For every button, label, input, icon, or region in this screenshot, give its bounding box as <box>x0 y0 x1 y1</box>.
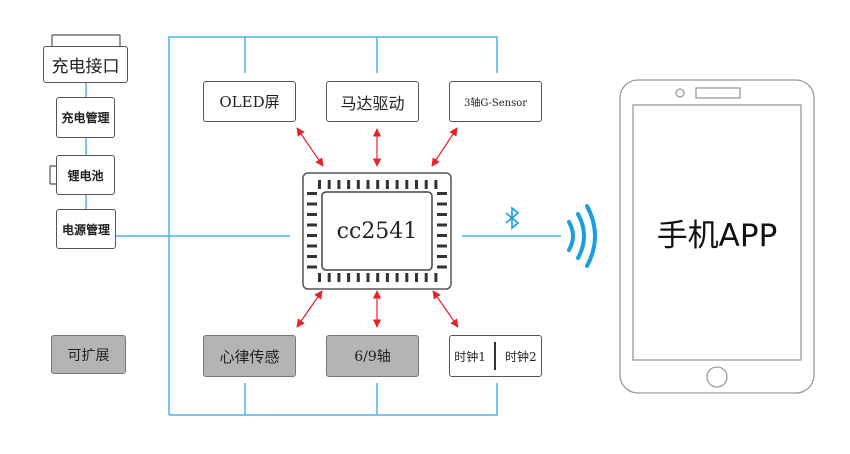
chip-pin <box>327 273 331 282</box>
data-arrows <box>296 127 459 328</box>
chip-pin <box>437 255 447 258</box>
arrow-gsensor <box>431 127 458 167</box>
phone-screen <box>632 104 802 361</box>
chip-pin <box>405 273 409 282</box>
chip-pin <box>327 180 331 189</box>
chip-pin <box>437 213 447 216</box>
motor-driver-box: 马达驱动 <box>326 81 419 122</box>
wireless-signal-icon <box>567 204 597 268</box>
arrow-clock <box>432 290 459 328</box>
lithium-battery-box: 锂电池 <box>56 155 115 195</box>
chip-pin <box>356 273 360 282</box>
charging-port-label: 充电接口 <box>51 57 120 77</box>
six-nine-axis-box: 6/9轴 <box>326 335 419 377</box>
expandable-box: 可扩展 <box>51 335 126 374</box>
phone-outline <box>619 79 815 394</box>
chip-pin <box>366 273 370 282</box>
chip-inner <box>321 191 433 271</box>
chip-pin <box>437 192 447 195</box>
charge-management-label: 充电管理 <box>61 111 110 125</box>
power-management-label: 电源管理 <box>61 222 110 237</box>
chip-pin <box>307 265 317 269</box>
heart-rate-sensor-box: 心律传感 <box>203 335 296 377</box>
chip-pin <box>307 255 317 258</box>
chip-pin <box>356 180 360 189</box>
chip-pin <box>385 273 389 282</box>
chip-pin <box>405 180 409 189</box>
chip-pin <box>415 273 418 282</box>
chip-pin <box>434 180 438 189</box>
chip-pin <box>437 244 447 248</box>
chip-pin <box>347 180 351 189</box>
chip-pin <box>318 273 321 282</box>
chip-pin <box>307 244 317 248</box>
phone-speaker <box>695 87 741 99</box>
g-sensor-box: 3轴G-Sensor <box>449 81 542 122</box>
chip-pin <box>307 192 317 195</box>
chip-pin <box>437 202 447 206</box>
chip-pin <box>307 234 317 237</box>
bluetooth-icon <box>505 206 520 230</box>
chip-pin <box>437 265 447 269</box>
chip-pin <box>376 180 380 189</box>
expandable-label: 可扩展 <box>67 347 110 364</box>
chip-pin <box>437 234 447 237</box>
charge-management-box: 充电管理 <box>56 97 115 138</box>
chip-pin <box>307 202 317 206</box>
chip-pin <box>395 180 399 189</box>
chip-pin <box>318 180 321 189</box>
clock-divider <box>494 342 497 370</box>
clock-box: 时钟1 时钟2 <box>449 335 542 377</box>
heart-rate-sensor-label: 心律传感 <box>219 347 280 366</box>
arrow-heart <box>296 290 323 328</box>
lithium-battery-label: 锂电池 <box>67 168 104 183</box>
chip-pin <box>424 180 428 189</box>
chip-pin <box>366 180 370 189</box>
phone-app-container: 手机APP <box>633 105 801 360</box>
motor-driver-label: 马达驱动 <box>340 93 405 113</box>
oled-screen-label: OLED屏 <box>219 93 280 111</box>
chip-pin <box>424 273 428 282</box>
oled-screen-box: OLED屏 <box>203 81 296 122</box>
phone-app-label: 手机APP <box>656 218 778 254</box>
chip-pin <box>395 273 399 282</box>
arrow-oled <box>296 127 324 167</box>
six-nine-axis-label: 6/9轴 <box>354 349 391 365</box>
chip <box>302 172 452 290</box>
chip-pin <box>437 223 447 227</box>
chip-pin <box>337 180 341 189</box>
power-management-box: 电源管理 <box>56 209 116 249</box>
chip-pin <box>347 273 351 282</box>
bus-lines <box>85 36 561 416</box>
chip-pin <box>434 273 438 282</box>
chip-pin <box>307 213 317 216</box>
phone-home-button <box>706 366 728 388</box>
bus-frame-bottom <box>169 383 498 416</box>
bus-frame <box>168 36 498 415</box>
phone-camera <box>675 88 685 98</box>
chip-pin <box>376 273 380 282</box>
g-sensor-label: 3轴G-Sensor <box>463 98 528 109</box>
chip-pin <box>385 180 389 189</box>
chip-pin <box>415 180 418 189</box>
charging-port-box: 充电接口 <box>43 46 128 83</box>
chip-label-container: cc2541 <box>322 192 432 270</box>
chip-label: cc2541 <box>336 218 418 244</box>
chip-pin <box>337 273 341 282</box>
clock-2-label: 时钟2 <box>505 349 537 364</box>
chip-pin <box>307 223 317 227</box>
clock-1-label: 时钟1 <box>454 349 486 364</box>
